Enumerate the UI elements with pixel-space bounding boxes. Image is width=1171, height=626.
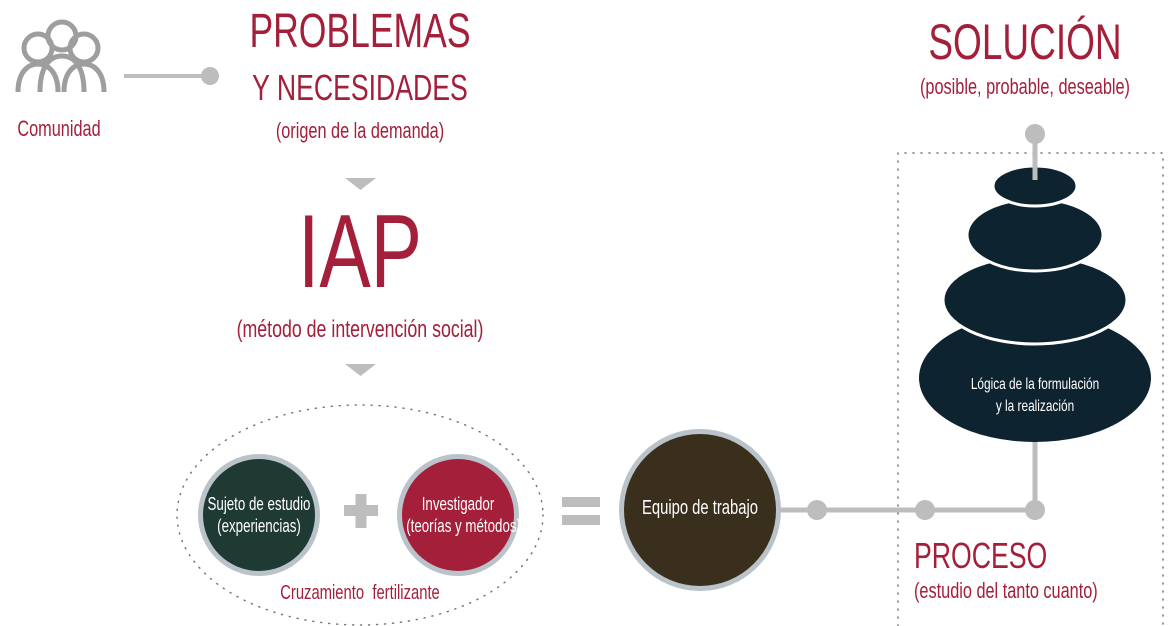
team-circle bbox=[624, 434, 776, 586]
process-dot bbox=[807, 500, 827, 520]
researcher-line2: (teorías y métodos) bbox=[406, 516, 521, 536]
community-label-box: Comunidad bbox=[0, 116, 118, 142]
arrow-down-icon bbox=[345, 364, 376, 376]
equals-icon bbox=[562, 497, 600, 525]
stone-2 bbox=[965, 197, 1105, 273]
cross-fertilization-ellipse bbox=[176, 404, 544, 626]
problems-subtitle: (origen de la demanda) bbox=[275, 118, 445, 143]
solution-subtitle: (posible, probable, deseable) bbox=[920, 74, 1130, 99]
process-heading: PROCESO bbox=[914, 536, 1094, 576]
logic-label: Lógica de la formulación y la realizació… bbox=[935, 374, 1135, 418]
solution-connector-dot bbox=[1025, 124, 1045, 144]
iap-title: IAP bbox=[297, 194, 423, 310]
subject-line2: (experiencias) bbox=[217, 516, 301, 536]
community-connector-dot bbox=[201, 67, 219, 85]
researcher-line1: Investigador bbox=[421, 494, 495, 514]
solution-subtitle-box: (posible, probable, deseable) bbox=[880, 74, 1170, 100]
plus-icon bbox=[344, 494, 378, 528]
iap-subtitle: (método de intervención social) bbox=[236, 316, 484, 343]
arrow-down-icon bbox=[345, 178, 376, 190]
cross-label-box: Cruzamiento fertilizante bbox=[240, 582, 480, 605]
cross-label: Cruzamiento fertilizante bbox=[280, 582, 440, 604]
subject-circle bbox=[203, 459, 315, 571]
researcher-circle bbox=[402, 459, 514, 571]
problems-heading-2: Y NECESIDADES bbox=[210, 68, 510, 108]
people-group-icon bbox=[15, 19, 107, 93]
solution-title: SOLUCIÓN bbox=[928, 14, 1122, 70]
team-label-box: Equipo de trabajo bbox=[620, 497, 780, 520]
team-label: Equipo de trabajo bbox=[641, 497, 759, 519]
logic-line2: y la realización bbox=[995, 398, 1075, 415]
logic-line1: Lógica de la formulación bbox=[970, 376, 1100, 393]
stone-bottom bbox=[919, 314, 1151, 442]
researcher-label: Investigador (teorías y métodos) bbox=[388, 493, 528, 537]
process-dot bbox=[915, 500, 935, 520]
subject-line1: Sujeto de estudio bbox=[207, 494, 311, 514]
subject-label: Sujeto de estudio (experiencias) bbox=[189, 493, 329, 537]
problems-subtitle-box: (origen de la demanda) bbox=[210, 118, 510, 144]
solution-heading: SOLUCIÓN bbox=[890, 14, 1160, 70]
iap-heading: IAP bbox=[210, 196, 510, 308]
problems-title-line1: PROBLEMAS bbox=[249, 5, 471, 58]
process-title: PROCESO bbox=[914, 535, 1048, 576]
community-label: Comunidad bbox=[17, 116, 101, 141]
problems-heading: PROBLEMAS bbox=[210, 6, 510, 58]
process-subtitle: (estudio del tanto cuanto) bbox=[914, 578, 1098, 603]
iap-subtitle-box: (método de intervención social) bbox=[180, 316, 540, 344]
problems-title-line2: Y NECESIDADES bbox=[252, 67, 468, 108]
process-subtitle-box: (estudio del tanto cuanto) bbox=[914, 578, 1162, 604]
